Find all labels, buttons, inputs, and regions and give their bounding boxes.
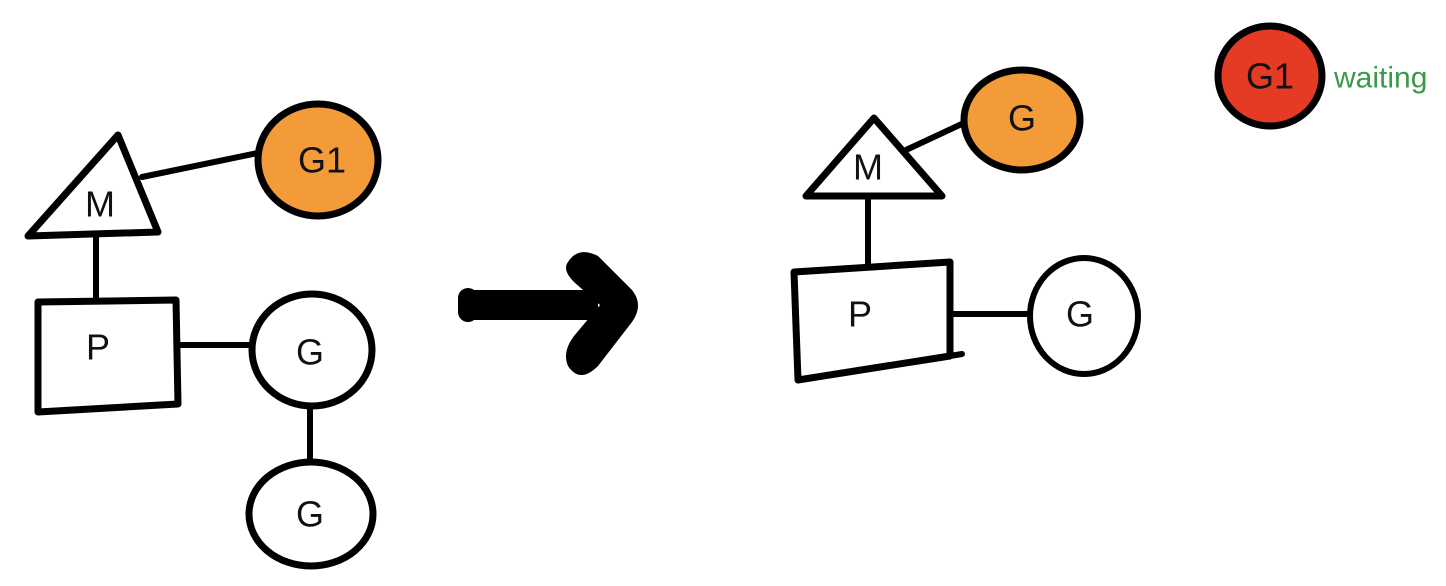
machine-triangle-shape [802,114,946,200]
queued-goroutine-label: G [296,494,324,535]
running-goroutine-circle [254,100,382,220]
running-goroutine-circle [960,66,1084,174]
machine-node: M [802,114,946,200]
blocked-goroutine-node: G1 waiting [1214,22,1427,130]
queued-goroutine-circle [248,290,376,410]
running-goroutine-node: G1 [254,100,382,220]
queued-goroutine-circle [245,458,377,570]
machine-to-goroutine-link [139,150,261,180]
processor-node: P [790,258,965,384]
processor-label: P [86,327,110,368]
queued-goroutine-node: G [1027,255,1141,377]
running-goroutine-label: G [1008,98,1036,139]
processor-label: P [848,294,872,335]
running-goroutine-label: G1 [298,140,346,181]
machine-label: M [853,147,883,188]
machine-triangle-shape [24,131,162,240]
before-state: M G1 P G G [24,100,382,570]
processor-node: P [34,296,182,416]
arrow-shaft [468,290,598,320]
processor-box-shape [34,296,182,416]
arrow-head [566,252,638,375]
blocked-goroutine-circle [1214,22,1326,130]
machine-label: M [85,184,115,225]
arrow-right-icon [458,252,638,375]
machine-node: M [24,131,162,240]
machine-to-goroutine-link [903,119,969,153]
running-goroutine-node: G [960,66,1084,174]
after-state: M G P G G1 waiting [790,22,1427,384]
blocked-goroutine-label: G1 [1246,56,1294,97]
queued-goroutine-circle [1027,255,1141,377]
queued-goroutine-node: G [245,458,377,570]
queued-goroutine-node: G [248,290,376,410]
blocked-goroutine-status: waiting [1333,62,1427,95]
queued-goroutine-label: G [296,332,324,373]
queued-goroutine-label: G [1066,294,1094,335]
